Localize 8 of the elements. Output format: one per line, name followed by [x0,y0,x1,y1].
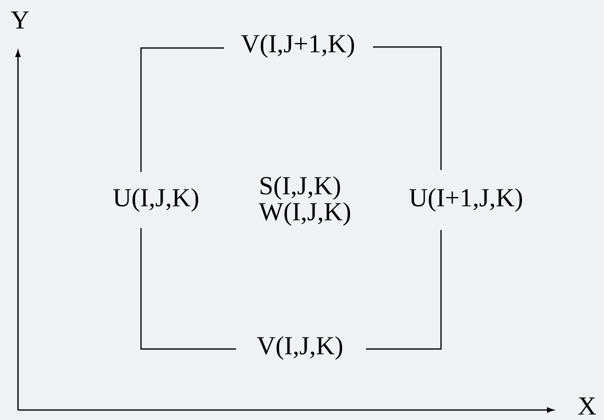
variable-label: V(I,J+1,K) [241,34,354,58]
variable-label: W(I,J,K) [258,202,350,226]
variable-label: S(I,J,K) [260,176,340,200]
variable-label: U(I+1,J,K) [409,188,522,212]
axis-label: Y [10,11,29,28]
variable-label: U(I,J,K) [113,188,198,212]
axis-label: X [578,397,596,415]
variable-label: V(I,J,K) [256,336,342,360]
